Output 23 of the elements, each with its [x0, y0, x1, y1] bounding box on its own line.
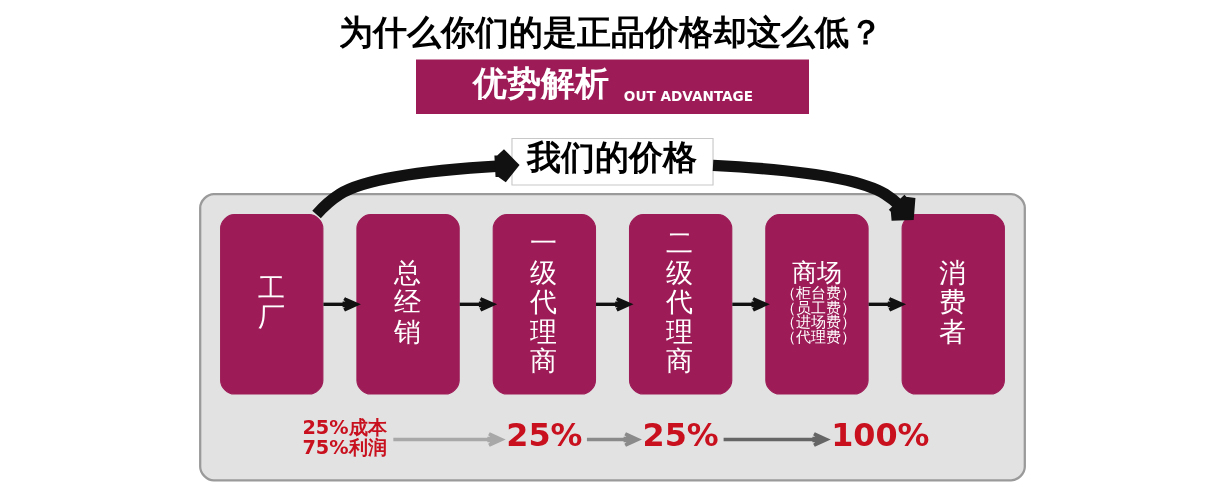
- node-box: 优势解析 OUT ADVANTAGE: [416, 59, 809, 114]
- node-text: 25%成本 75%利润: [302, 415, 387, 459]
- arrow: [712, 159, 916, 221]
- node-box: 我们的价格: [511, 137, 714, 186]
- arrow: [732, 296, 768, 312]
- arrow: [596, 296, 632, 312]
- arrow: [723, 431, 829, 447]
- node-text: 100%: [831, 415, 930, 453]
- node-box: 一级代理商: [492, 213, 597, 395]
- diagram-title: 为什么你们的是正品价格却这么低？: [339, 11, 884, 52]
- arrow: [586, 431, 640, 447]
- arrow: [393, 431, 504, 447]
- node-box: 二级代理商: [628, 213, 733, 395]
- node-box: 消费者: [901, 213, 1005, 395]
- node-box: 商场 （柜台费） （员工费） （进场费） （代理费）: [765, 213, 869, 395]
- arrow: [323, 296, 359, 312]
- node-box: 总经销: [356, 213, 460, 395]
- node-text: 25%: [642, 415, 719, 453]
- arrow: [459, 296, 495, 312]
- arrow: [868, 296, 904, 312]
- arrow: [312, 147, 518, 218]
- node-text: 25%: [506, 415, 583, 453]
- node-box: 工厂: [220, 213, 324, 395]
